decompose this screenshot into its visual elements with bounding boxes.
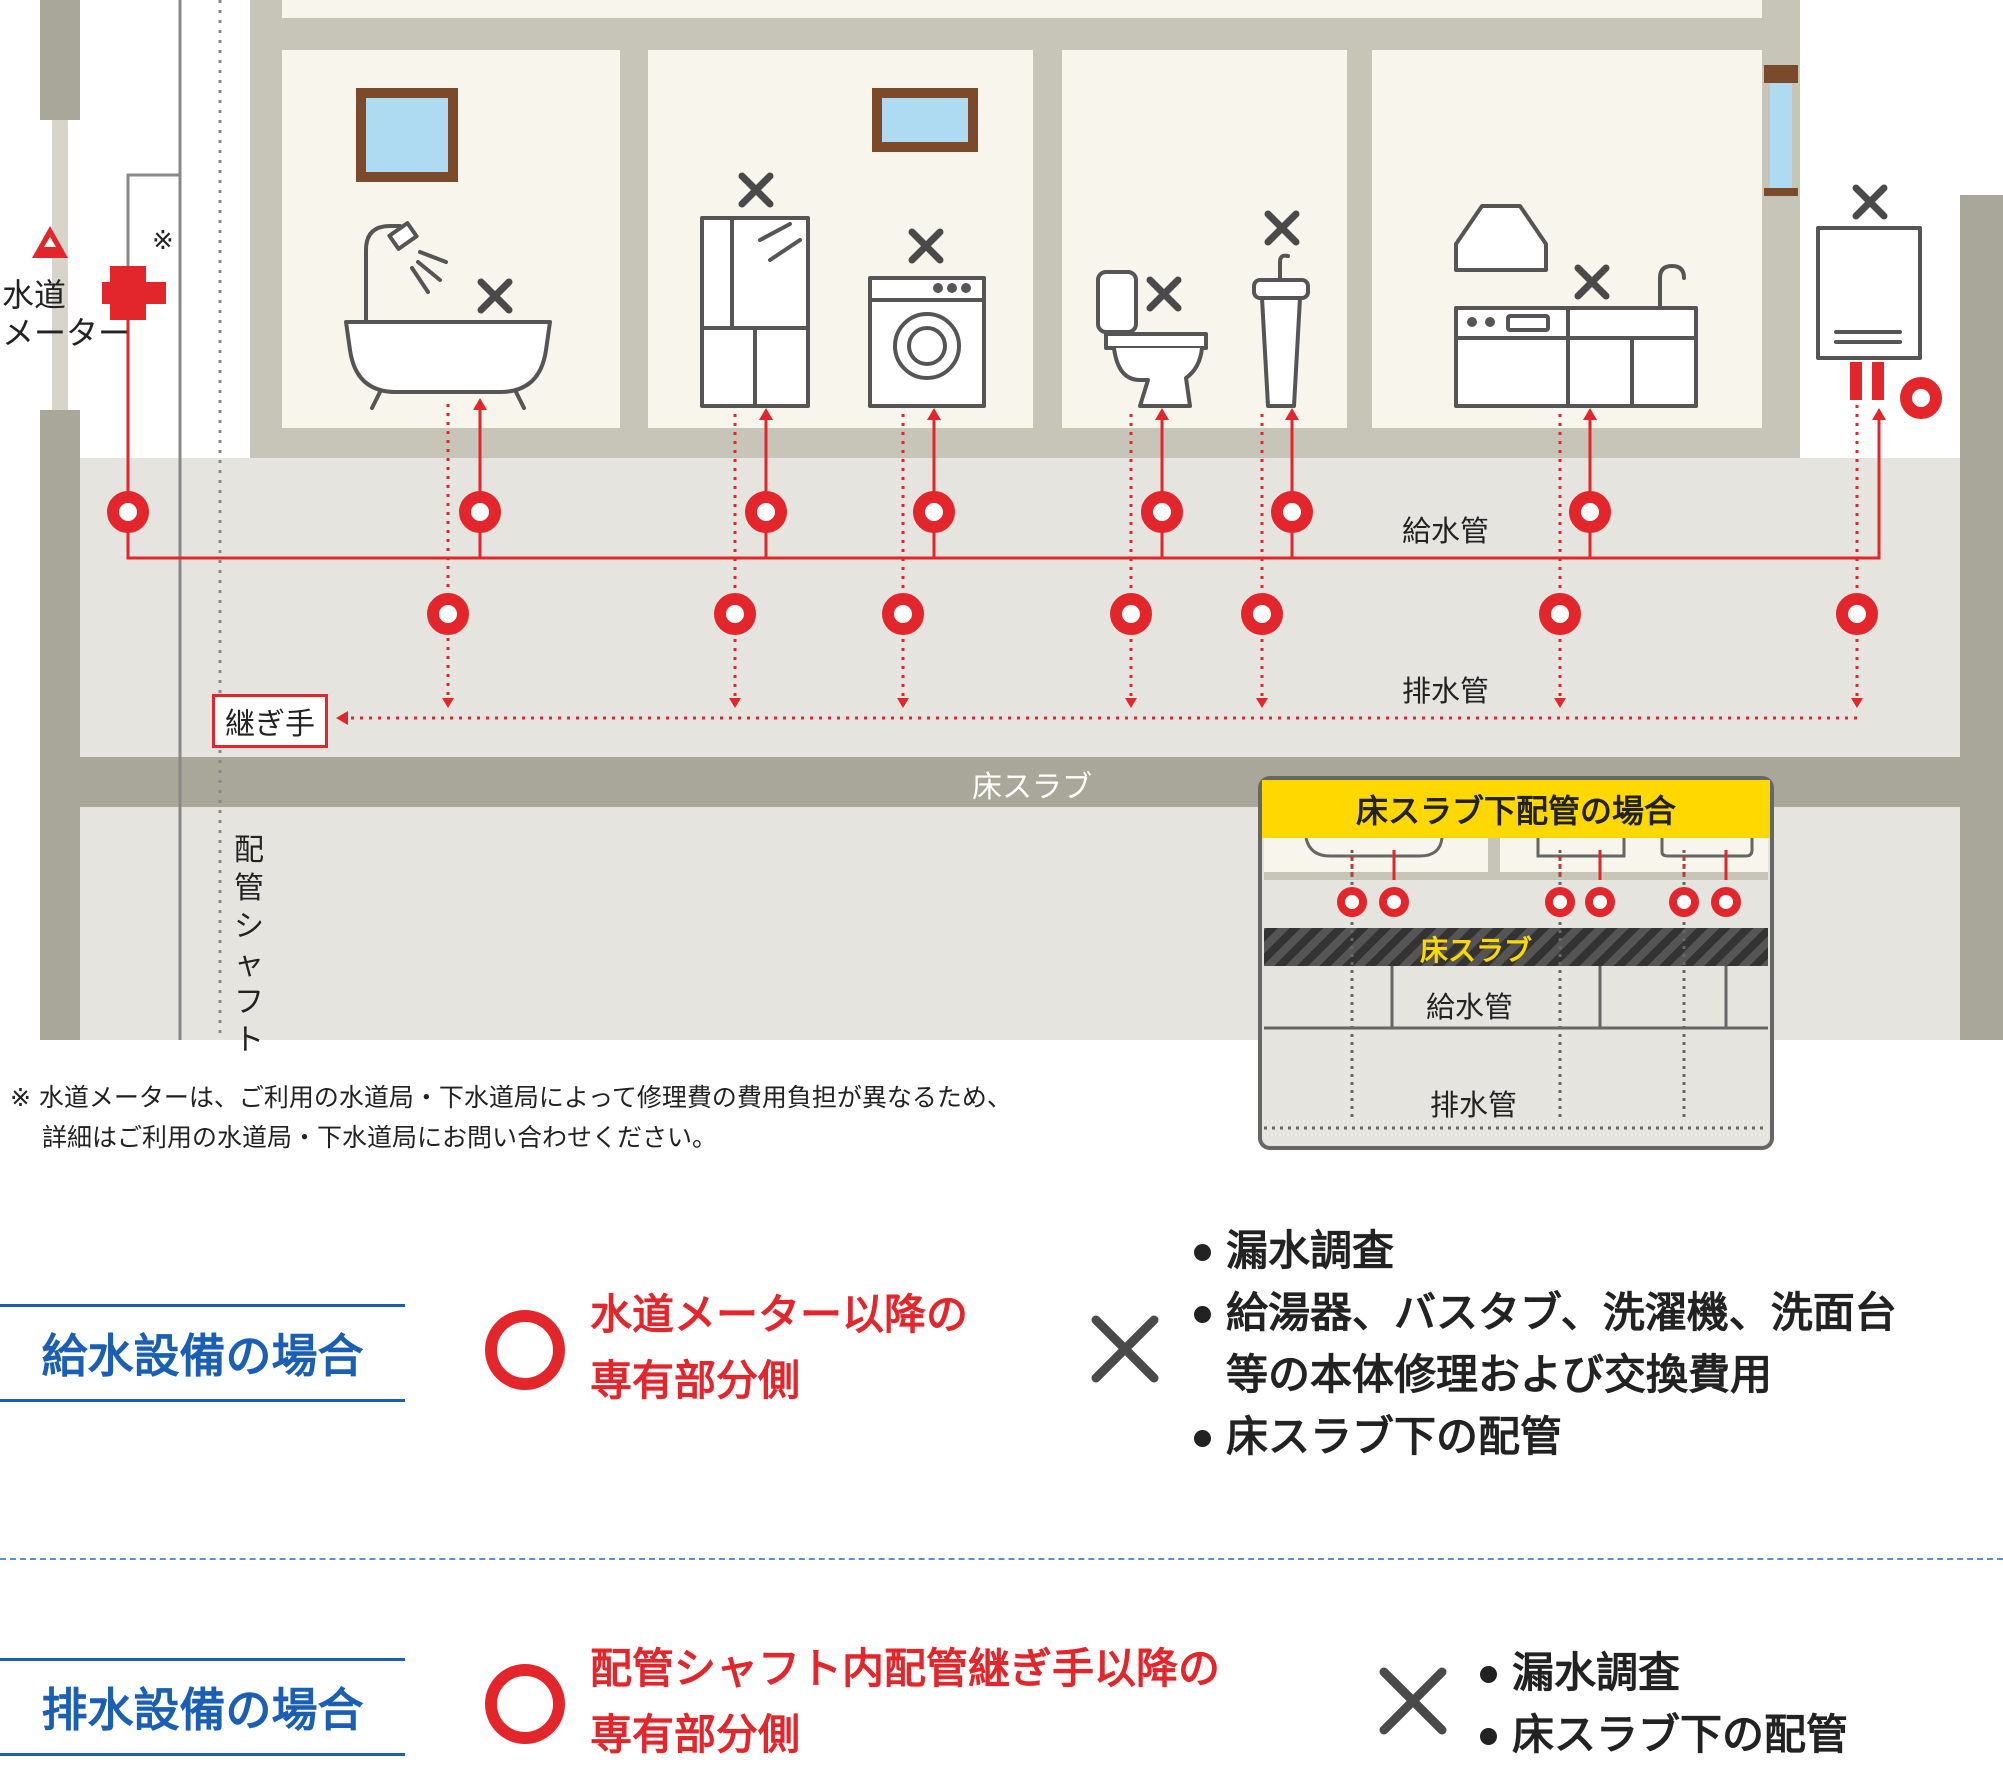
pipe-shaft-char: 管	[234, 871, 264, 906]
covered-mark	[714, 593, 756, 635]
inset-title: 床スラブ下配管の場合	[1262, 780, 1770, 838]
below-slab-inset	[1258, 776, 1774, 1150]
asterisk-mark: ※	[152, 226, 174, 256]
not-covered-legend-mark	[1379, 1667, 1447, 1735]
covered-mark	[459, 491, 501, 533]
heater-pipe	[1872, 362, 1884, 400]
supply-covered-line1: 水道メーター以降の	[590, 1290, 969, 1339]
water-heater-icon	[1816, 226, 1922, 360]
covered-mark	[882, 593, 924, 635]
not-covered-mark	[1264, 210, 1300, 246]
not-covered-mark	[1574, 264, 1610, 300]
covered-mark	[427, 593, 469, 635]
washing-machine-icon	[868, 276, 986, 408]
covered-legend-mark	[485, 1310, 565, 1390]
footnote: ※ 水道メーターは、ご利用の水道局・下水道局によって修理費の費用負担が異なるため…	[10, 1078, 1012, 1158]
supply-pipe-label: 給水管	[1402, 514, 1490, 548]
list-item: 等の本体修理および交換費用	[1226, 1350, 1773, 1399]
covered-mark	[1110, 593, 1152, 635]
covered-mark	[107, 491, 149, 533]
covered-mark	[1900, 377, 1942, 419]
list-item: 床スラブ下の配管	[1190, 1406, 1897, 1468]
list-item: 漏水調査	[1190, 1220, 1897, 1282]
bathtub-icon	[344, 221, 552, 410]
drain-covered-line1: 配管シャフト内配管継ぎ手以降の	[590, 1644, 1221, 1693]
window-icon	[872, 88, 978, 152]
pipe-shaft-char: フ	[234, 985, 264, 1020]
water-meter-icon	[102, 266, 166, 320]
toilet-icon	[1096, 270, 1208, 408]
covered-mark	[1141, 491, 1183, 533]
covered-mark	[1836, 593, 1878, 635]
inset-floor-slab-label: 床スラブ	[1420, 934, 1533, 967]
water-meter-label-line2: メーター	[2, 314, 131, 352]
not-covered-mark	[1146, 276, 1182, 312]
covered-mark	[745, 491, 787, 533]
not-covered-mark	[908, 228, 944, 264]
covered-mark	[1569, 491, 1611, 533]
not-covered-mark	[1852, 184, 1888, 220]
joint-label: 継ぎ手	[212, 694, 328, 748]
supply-not-covered-list: 漏水調査 給湯器、バスタブ、洗濯機、洗面台 等の本体修理および交換費用 床スラブ…	[1190, 1220, 1897, 1468]
pipe-shaft-char: ト	[234, 1023, 264, 1058]
floor-slab-label: 床スラブ	[972, 770, 1092, 805]
pipe-shaft-char: 配	[234, 833, 264, 868]
covered-mark	[1271, 491, 1313, 533]
water-meter-label-line1: 水道	[2, 276, 67, 314]
window-icon	[356, 88, 458, 182]
covered-mark	[1539, 593, 1581, 635]
pipe-shaft-char: ャ	[234, 947, 264, 982]
supply-covered-text: 水道メーター以降の 専有部分側	[590, 1282, 968, 1414]
inset-drain-pipe-label: 排水管	[1430, 1088, 1518, 1122]
vanity-icon	[700, 216, 810, 408]
not-covered-mark	[738, 172, 774, 208]
supply-covered-line2: 専有部分側	[590, 1356, 801, 1405]
drain-covered-line2: 専有部分側	[590, 1710, 801, 1759]
covered-mark	[913, 491, 955, 533]
heater-pipe	[1850, 362, 1862, 400]
list-item: 漏水調査	[1476, 1642, 1848, 1704]
covered-mark	[1241, 593, 1283, 635]
water-meter-label: 水道 メーター	[2, 276, 130, 352]
supply-section-title: 給水設備の場合	[0, 1304, 405, 1402]
list-item: 給湯器、バスタブ、洗濯機、洗面台	[1190, 1282, 1897, 1344]
drain-covered-text: 配管シャフト内配管継ぎ手以降の 専有部分側	[590, 1636, 1220, 1768]
pipe-shaft-char: シ	[234, 909, 264, 944]
inset-supply-pipe-label: 給水管	[1426, 990, 1514, 1024]
drain-pipe-lines	[345, 404, 1859, 720]
pipe-shaft-label: 配 管 シ ャ フ ト	[232, 832, 266, 1060]
wash-basin-icon	[1252, 253, 1310, 408]
footnote-line2: 詳細はご利用の水道局・下水道局にお問い合わせください。	[42, 1123, 718, 1152]
drain-pipe-label: 排水管	[1402, 674, 1490, 708]
drain-section-title: 排水設備の場合	[0, 1658, 405, 1756]
covered-legend-mark	[485, 1664, 565, 1744]
kitchen-icon	[1454, 204, 1698, 408]
list-item: 床スラブ下の配管	[1476, 1704, 1848, 1766]
not-covered-mark	[477, 278, 513, 314]
section-divider	[0, 1558, 2003, 1560]
drain-not-covered-list: 漏水調査 床スラブ下の配管	[1476, 1642, 1848, 1766]
footnote-line1: ※ 水道メーターは、ご利用の水道局・下水道局によって修理費の費用負担が異なるため…	[10, 1083, 1012, 1112]
not-covered-legend-mark	[1091, 1315, 1159, 1383]
